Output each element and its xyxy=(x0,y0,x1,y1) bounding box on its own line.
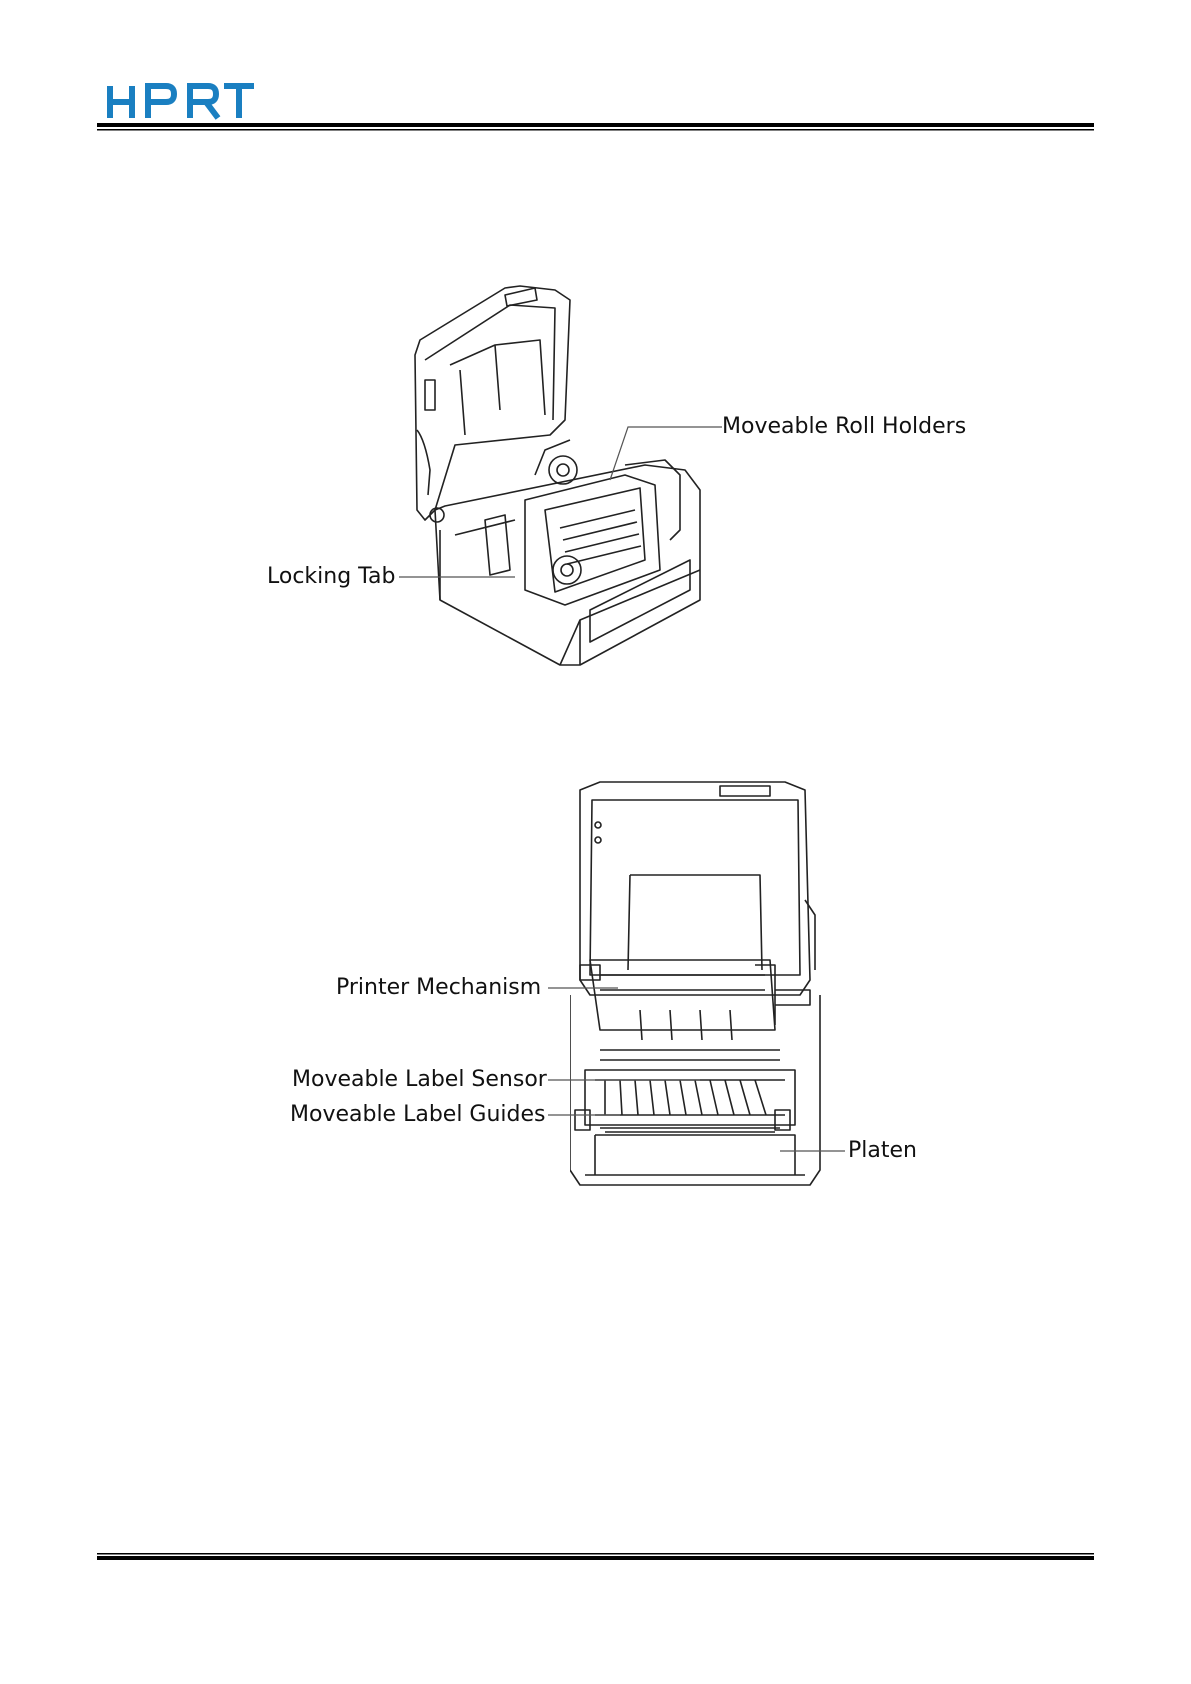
callout-printer-mechanism: Printer Mechanism xyxy=(336,975,541,1001)
callout-platen: Platen xyxy=(848,1138,917,1164)
header-rule xyxy=(97,123,1094,131)
printer-open-angled-illustration xyxy=(395,270,765,715)
callout-moveable-roll-holders: Moveable Roll Holders xyxy=(722,414,966,440)
callout-moveable-label-guides: Moveable Label Guides xyxy=(290,1102,546,1128)
callout-moveable-label-sensor: Moveable Label Sensor xyxy=(292,1067,547,1093)
footer-rule xyxy=(97,1553,1094,1561)
hprt-logo xyxy=(106,82,256,122)
printer-open-front-illustration xyxy=(570,780,830,1205)
callout-locking-tab: Locking Tab xyxy=(267,564,395,590)
